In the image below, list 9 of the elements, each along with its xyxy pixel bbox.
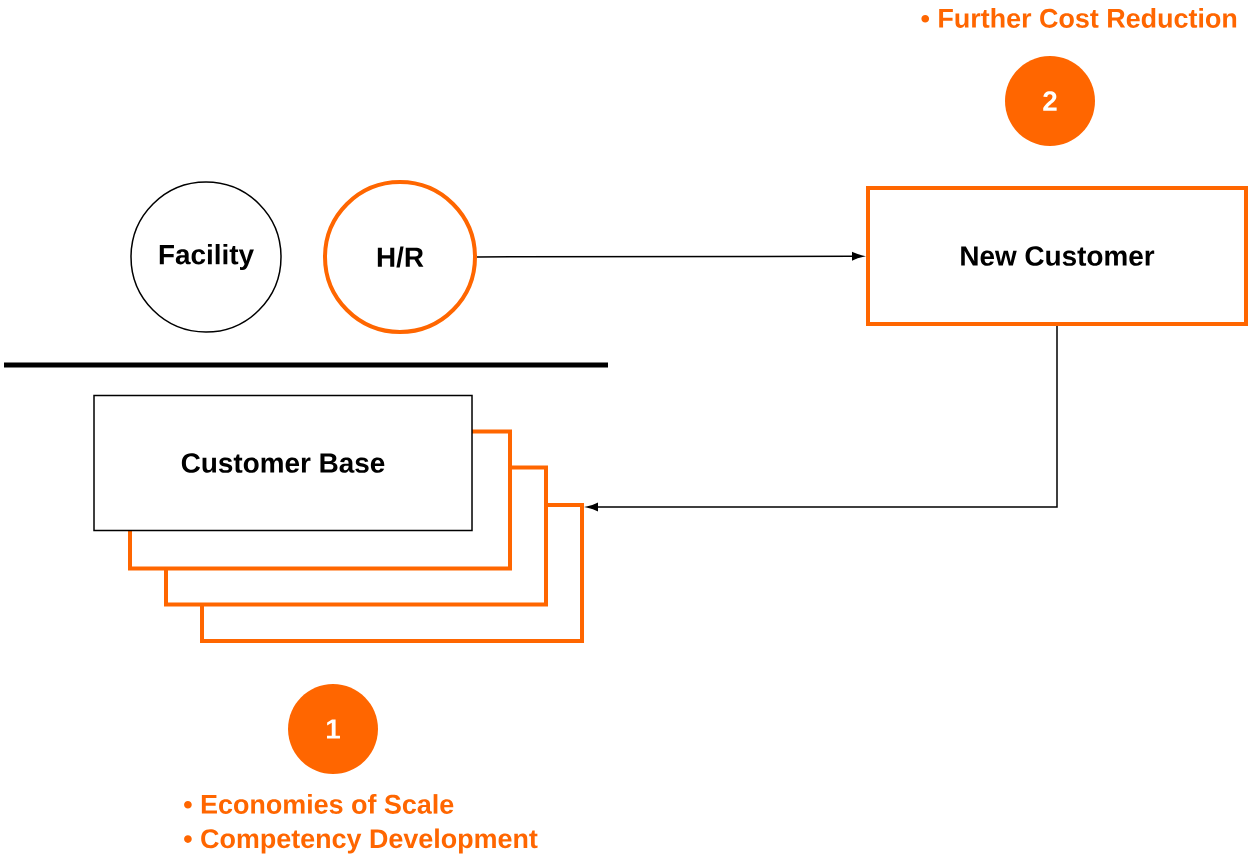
- bullet-text: • Further Cost Reduction: [921, 8, 1237, 28]
- bullet-text: • Economies of Scale: [184, 794, 454, 814]
- bullet-text: • Competency Development: [184, 828, 538, 854]
- circle-node: Facility: [130, 181, 282, 333]
- process-box: Customer Base: [93, 394, 473, 532]
- arrow: [586, 325, 1058, 512]
- circle-node: H/R: [323, 180, 477, 334]
- arrow: [476, 252, 864, 261]
- process-box: New Customer: [866, 186, 1248, 326]
